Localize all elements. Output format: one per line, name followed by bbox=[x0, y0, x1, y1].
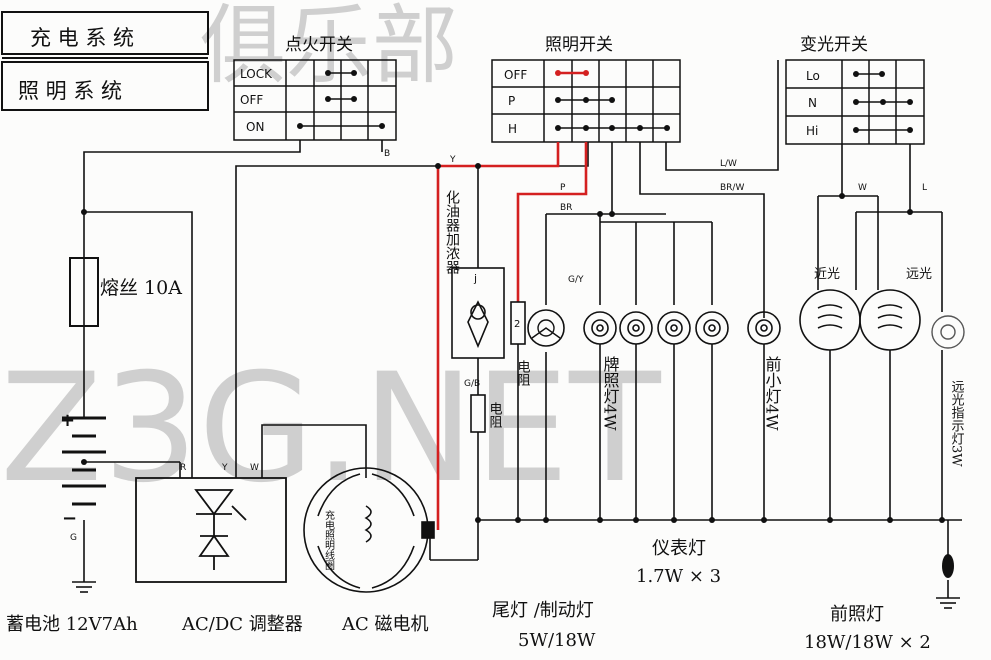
headlamp-high-label: 远光 bbox=[906, 267, 932, 282]
battery-minus: − bbox=[62, 508, 77, 529]
ignition-switch-title: 点火开关 bbox=[285, 35, 353, 55]
resistor-1-label: 电阻 bbox=[515, 360, 530, 386]
watermark-top: 俱乐部 bbox=[200, 0, 458, 96]
ignition-row-lock: LOCK bbox=[240, 67, 273, 81]
lighting-switch-title: 照明开关 bbox=[545, 35, 613, 55]
resistor-1: 2 电阻 bbox=[510, 301, 530, 386]
caption-magneto: AC 磁电机 bbox=[341, 614, 429, 635]
lighting-switch: 照明开关 OFF P H bbox=[491, 35, 681, 143]
wire-label-lw: L/W bbox=[720, 159, 737, 169]
battery-plus: + bbox=[60, 410, 75, 431]
caption-battery: 蓄电池 12V7Ah bbox=[6, 614, 138, 635]
front-position-lamp-label: 前小灯4W bbox=[763, 356, 782, 431]
caption-headlamp-rating: 18W/18W × 2 bbox=[804, 632, 931, 653]
wire-label-gb: G/B bbox=[464, 379, 480, 389]
magneto-coil-label: 充电照明线圈 bbox=[323, 509, 335, 571]
license-lamp-label: 牌照灯4W bbox=[601, 356, 620, 431]
wire-label-brw: BR/W bbox=[720, 183, 744, 193]
black-wiring bbox=[72, 60, 962, 609]
meter-lamp-2 bbox=[657, 311, 691, 345]
ignition-switch: 点火开关 LOCK OFF ON B bbox=[233, 35, 397, 159]
lighting-row-h: H bbox=[508, 122, 517, 136]
resistor-1-code: 2 bbox=[514, 319, 520, 330]
dimmer-row-hi: Hi bbox=[806, 124, 818, 138]
caption-meter-lamp-title: 仪表灯 bbox=[652, 538, 706, 559]
ignition-wire-b: B bbox=[384, 149, 390, 159]
lighting-row-p: P bbox=[508, 94, 515, 108]
highlighted-wiring bbox=[436, 142, 588, 530]
wire-label-gy: G/Y bbox=[568, 275, 584, 285]
watermark-middle: Z3G.NET bbox=[0, 342, 662, 516]
wire-label-y2: Y bbox=[221, 463, 228, 473]
resistor-2-label: 电阻 bbox=[487, 402, 502, 428]
high-beam-indicator-label: 远光指示灯3W bbox=[949, 380, 965, 467]
junction-dots bbox=[81, 163, 945, 523]
legend-lighting-label: 照 明 系 统 bbox=[18, 79, 122, 103]
ignition-row-on: ON bbox=[246, 120, 264, 134]
caption-meter-lamp-rating: 1.7W × 3 bbox=[636, 566, 721, 587]
battery bbox=[62, 416, 106, 506]
wire-label-r: R bbox=[180, 463, 186, 473]
wire-label-y: Y bbox=[449, 155, 456, 165]
fuse-label: 熔丝 10A bbox=[100, 277, 182, 299]
ground-lamp-symbol bbox=[942, 554, 954, 578]
resistor-2: 电阻 bbox=[470, 394, 502, 433]
headlamp-bulb-1 bbox=[799, 289, 861, 351]
wire-label-l: L bbox=[922, 183, 927, 193]
wire-label-p: P bbox=[560, 183, 566, 193]
caption-headlamp-title: 前照灯 bbox=[830, 604, 884, 625]
wire-label-w: W bbox=[858, 183, 867, 193]
lighting-row-off: OFF bbox=[504, 68, 527, 82]
meter-lamp-1 bbox=[619, 311, 653, 345]
headlamp-bulb-2 bbox=[859, 289, 921, 351]
carb-heater-label: 化油器加浓器 bbox=[444, 190, 460, 274]
ignition-row-off: OFF bbox=[240, 93, 263, 107]
carb-heater: j 化油器加浓器 bbox=[444, 190, 505, 359]
headlamp-low-label: 近光 bbox=[814, 267, 840, 282]
legend bbox=[1, 11, 209, 111]
wire-label-br: BR bbox=[560, 203, 572, 213]
caption-regulator: AC/DC 调整器 bbox=[181, 614, 303, 635]
high-beam-indicator-bulb bbox=[931, 315, 965, 349]
ac-dc-regulator bbox=[135, 477, 287, 583]
caption-tail-lamp-title: 尾灯 /制动灯 bbox=[492, 600, 594, 621]
wire-label-g: G bbox=[70, 533, 77, 543]
carb-heater-code: j bbox=[473, 272, 477, 285]
dimmer-switch-title: 变光开关 bbox=[800, 35, 868, 55]
caption-tail-lamp-rating: 5W/18W bbox=[518, 630, 596, 651]
fuse: 熔丝 10A bbox=[69, 257, 182, 327]
ac-magneto bbox=[303, 467, 435, 593]
license-lamp-bulb bbox=[583, 311, 617, 345]
wire-label-w2: W bbox=[250, 463, 259, 473]
legend-charging-label: 充 电 系 统 bbox=[30, 26, 134, 50]
dimmer-row-n: N bbox=[808, 96, 817, 110]
dimmer-switch: 变光开关 Lo N Hi bbox=[785, 35, 925, 145]
dimmer-row-lo: Lo bbox=[806, 69, 820, 83]
tail-brake-lamp bbox=[527, 309, 565, 347]
meter-lamp-3 bbox=[695, 311, 729, 345]
